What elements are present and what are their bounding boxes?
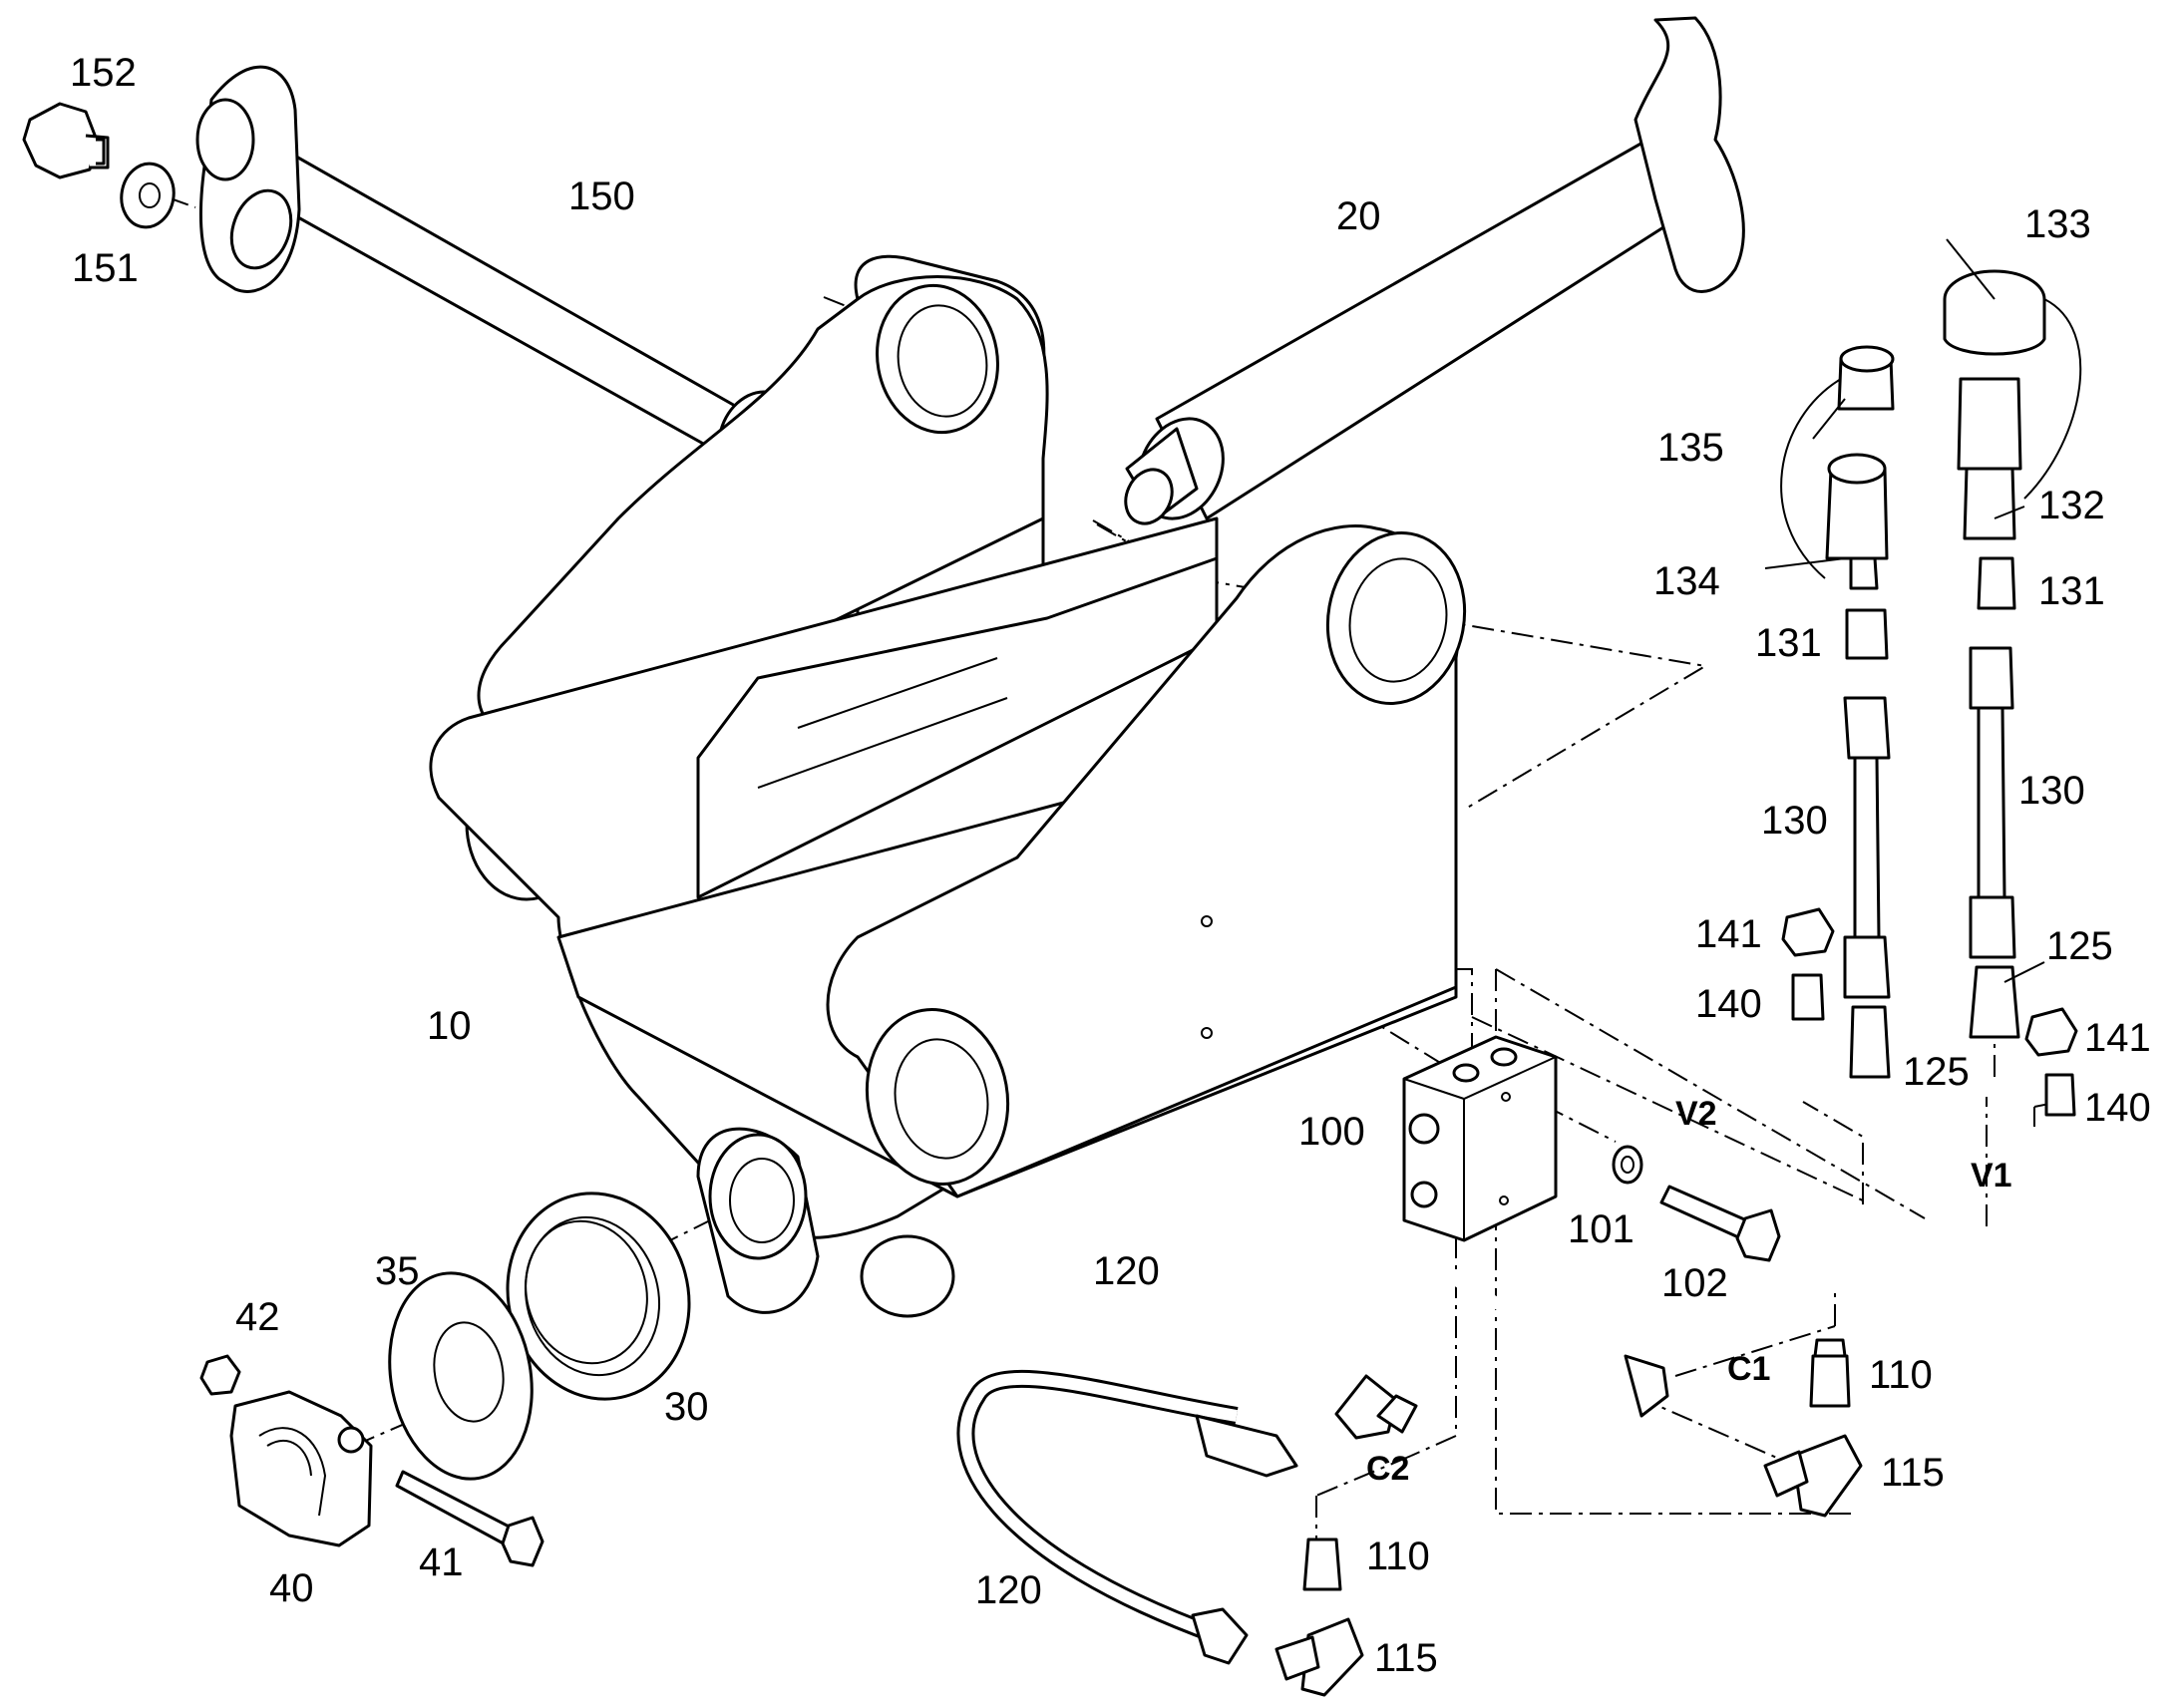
label-141-right: 141 (2084, 1016, 2151, 1060)
hose-120-lower (956, 1369, 1298, 1665)
bolt-102 (1659, 1185, 1781, 1262)
label-41: 41 (419, 1540, 464, 1584)
label-115-left: 115 (1374, 1636, 1438, 1680)
label-120-upper: 120 (1093, 1249, 1160, 1293)
washer-35 (388, 1271, 534, 1481)
leader-lines (1764, 238, 2045, 983)
fitting-131-left (1845, 608, 1889, 660)
hose-130-left (1843, 696, 1891, 999)
nut-141-left (1781, 907, 1835, 957)
label-42: 42 (235, 1295, 280, 1339)
label-V2: V2 (1675, 1095, 1717, 1133)
label-V1: V1 (1971, 1157, 2012, 1195)
label-135: 135 (1657, 426, 1724, 470)
hose-120-upper (1185, 1202, 1669, 1440)
callout-labels: 152 151 150 20 133 135 132 134 131 131 1… (70, 51, 2151, 1680)
fitting-110-left (1302, 1537, 1342, 1591)
hose-130-right (1969, 646, 2016, 959)
label-125-right: 125 (2046, 924, 2113, 968)
label-110-right: 110 (1869, 1353, 1933, 1397)
bolt-41 (395, 1470, 545, 1567)
label-10: 10 (427, 1004, 472, 1048)
label-115-right: 115 (1881, 1451, 1945, 1495)
label-141-left: 141 (1695, 912, 1762, 956)
label-140-left: 140 (1695, 982, 1762, 1026)
label-130-left: 130 (1761, 799, 1828, 843)
ring-30 (506, 1192, 691, 1401)
bolt-152 (22, 102, 110, 179)
label-131-left: 131 (1755, 621, 1822, 665)
cap-135 (1780, 345, 1895, 579)
coupler-132 (1957, 377, 2022, 540)
fitting-125-right (1969, 965, 2020, 1039)
fitting-110-right (1809, 1338, 1851, 1408)
washer-151 (120, 162, 176, 229)
label-131-right: 131 (2038, 569, 2105, 613)
fitting-125-left (1849, 1005, 1891, 1079)
label-151: 151 (72, 246, 139, 290)
pin-20 (1124, 16, 1745, 525)
label-120-lower: 120 (975, 1568, 1042, 1612)
bracket-10 (429, 254, 1467, 1318)
label-134: 134 (1653, 559, 1720, 603)
label-40: 40 (269, 1566, 314, 1610)
label-20: 20 (1336, 194, 1381, 238)
label-132: 132 (2038, 484, 2105, 527)
label-150: 150 (568, 174, 635, 218)
label-130-right: 130 (2018, 769, 2085, 813)
label-C2: C2 (1366, 1450, 1409, 1488)
fitting-115-left (1274, 1617, 1364, 1697)
plug-140-left (1791, 973, 1825, 1021)
washer-101 (1612, 1145, 1643, 1185)
label-110-left: 110 (1366, 1535, 1430, 1578)
label-102: 102 (1661, 1261, 1728, 1305)
coupler-134 (1825, 453, 1889, 590)
clamp-40 (229, 1390, 373, 1547)
nut-42 (199, 1354, 241, 1396)
label-152: 152 (70, 51, 137, 95)
plug-140-right (2044, 1073, 2076, 1117)
label-133: 133 (2024, 202, 2091, 246)
label-140-right: 140 (2084, 1086, 2151, 1130)
fitting-115-right (1763, 1434, 1863, 1518)
nut-141-right (2024, 1007, 2078, 1057)
valve-block-100 (1402, 1035, 1558, 1242)
label-30: 30 (664, 1385, 709, 1429)
label-35: 35 (375, 1249, 420, 1293)
label-125-left: 125 (1903, 1050, 1970, 1094)
label-C1: C1 (1727, 1350, 1770, 1388)
cap-133 (1943, 269, 2082, 500)
fitting-131-right (1977, 556, 2016, 610)
label-101: 101 (1568, 1207, 1635, 1251)
label-100: 100 (1298, 1110, 1365, 1154)
